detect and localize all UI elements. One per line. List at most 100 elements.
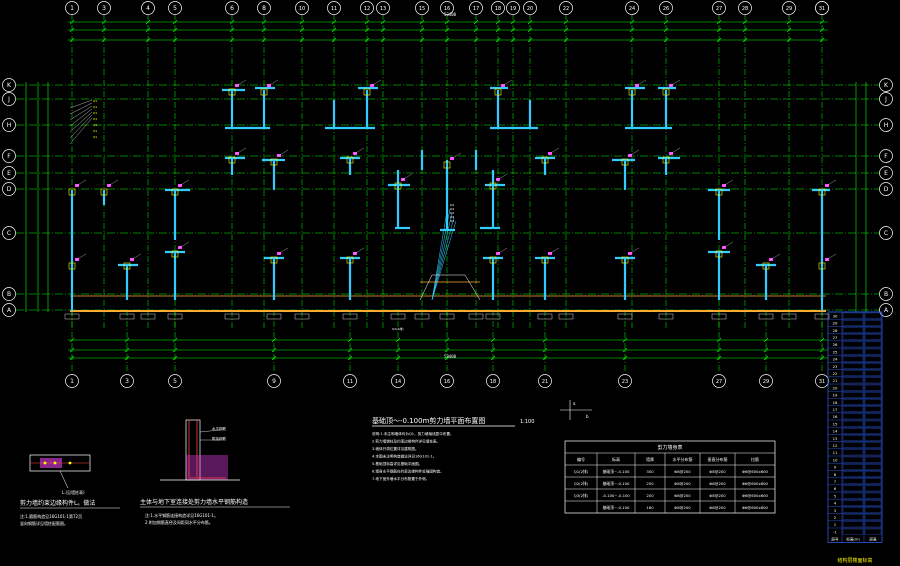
wall-id-box: [439, 313, 455, 320]
axis-bubble-label: 18: [495, 6, 501, 12]
axis-bubble-circle: [168, 1, 182, 15]
wall-marker: [662, 88, 670, 96]
dim-tick: [69, 347, 75, 353]
level-cell: [842, 384, 864, 391]
dim-tick: [542, 355, 548, 361]
level-floor-number: 24: [833, 357, 838, 362]
row-axis-bubble-left: H: [2, 118, 16, 132]
wall-table-title: 剪力墙身表: [657, 444, 682, 451]
svg-text:a: a: [573, 401, 576, 406]
level-cell: [842, 320, 864, 326]
dim-tick: [716, 337, 722, 343]
axis-bubble-circle: [391, 374, 405, 388]
top-axis-bubble: 27: [712, 1, 726, 15]
level-cell: [864, 363, 882, 369]
bottom-axis-bubble: 9: [267, 374, 281, 388]
dim-tick: [101, 19, 107, 25]
level-cell: [864, 456, 882, 463]
level-cell: [864, 334, 882, 340]
top-axis-bubble: 5: [168, 1, 182, 15]
bottom-axis-bubble: 21: [538, 374, 552, 388]
wall-marker: [346, 256, 354, 264]
leader-line: [669, 79, 681, 87]
axis-bubble-circle: [141, 1, 155, 15]
axis-bubble-label: B: [7, 291, 11, 298]
level-floor-number: 10: [833, 457, 838, 462]
level-cell: [842, 492, 864, 499]
dim-tick: [622, 347, 628, 353]
leader-line: [431, 212, 453, 301]
dim-tick: [473, 19, 479, 25]
wall-id-box: [119, 313, 135, 320]
leader-line: [635, 79, 647, 87]
wall-id-box: [266, 313, 282, 320]
leader-line: [431, 208, 451, 301]
axis-bubble-circle: [712, 1, 726, 15]
level-cell: [864, 392, 882, 398]
table-cell: Φ6@600x600: [742, 493, 769, 498]
axis-bubble-circle: [2, 303, 16, 317]
dim-tick: [347, 355, 353, 361]
leader-line: [496, 173, 508, 181]
svg-text:附加钢筋: 附加钢筋: [212, 436, 226, 441]
table-cell: Q1(2排): [574, 469, 589, 474]
table-cell: Φ8@200: [709, 493, 726, 498]
dim-tick: [261, 37, 267, 43]
level-floor-number: 21: [833, 378, 838, 383]
wall-marker: [662, 156, 670, 164]
leader-line: [235, 79, 247, 87]
axis-bubble-label: K: [884, 82, 889, 89]
axis-bubble-label: 26: [663, 6, 669, 12]
leader-line: [235, 147, 247, 155]
level-cell: [842, 428, 864, 434]
axis-bubble-label: E: [884, 170, 888, 177]
leader-line: [825, 253, 837, 261]
dim-tick: [172, 347, 178, 353]
dim-tick: [742, 19, 748, 25]
axis-bubble-circle: [225, 1, 239, 15]
leader-line: [825, 179, 837, 187]
level-floor-number: 23: [833, 364, 838, 369]
level-cell: [864, 413, 882, 420]
leader-text: Q2: [450, 219, 454, 223]
row-axis-bubble-right: F: [879, 149, 893, 163]
axis-bubble-circle: [65, 374, 79, 388]
table-cell: 基础顶~-0.100: [603, 505, 630, 510]
level-cell: [864, 464, 882, 470]
axis-bubble-label: 1: [70, 378, 74, 385]
dim-tick: [172, 37, 178, 43]
level-cell: [842, 464, 864, 470]
axis-bubble-label: 14: [395, 379, 401, 385]
leader-line: [669, 147, 681, 155]
leader-line: [722, 179, 734, 187]
dim-tick: [622, 337, 628, 343]
axis-bubble-circle: [491, 1, 505, 15]
top-axis-bubble: 17: [469, 1, 483, 15]
axis-bubble-label: 5: [173, 5, 177, 12]
axis-bubble-circle: [559, 1, 573, 15]
axis-bubble-label: 12: [364, 6, 370, 12]
detail-middle: 水平钢筋 附加钢筋 主体与地下室连接处剪力墙水平钢筋构造 注:1.水平钢筋连接构…: [140, 419, 290, 525]
table-cell: 200: [646, 493, 654, 498]
row-axis-bubble-right: C: [879, 226, 893, 240]
dim-tick: [527, 19, 533, 25]
bottom-axis-bubble: 16: [440, 374, 454, 388]
axis-bubble-label: 1: [70, 5, 74, 12]
leader-line: [69, 99, 93, 109]
dim-tick: [716, 27, 722, 33]
level-floor-number: 17: [833, 407, 838, 412]
level-floor-number: 29: [833, 321, 838, 326]
table-cell: Φ6@600x600: [742, 469, 769, 474]
dim-tick: [419, 19, 425, 25]
wall-id-box: [617, 313, 633, 320]
wall-id-box: [658, 313, 674, 320]
dim-tick: [819, 337, 825, 343]
dim-tick: [124, 337, 130, 343]
axis-bubble-circle: [2, 118, 16, 132]
level-floor-number: 18: [833, 400, 838, 405]
level-cell: [842, 471, 864, 477]
dim-tick: [101, 27, 107, 33]
note-line: 6.墙身水平钢筋在约束边缘构件处锚固构造。: [372, 469, 444, 474]
level-cell: [864, 356, 882, 362]
axis-bubble-circle: [97, 1, 111, 15]
